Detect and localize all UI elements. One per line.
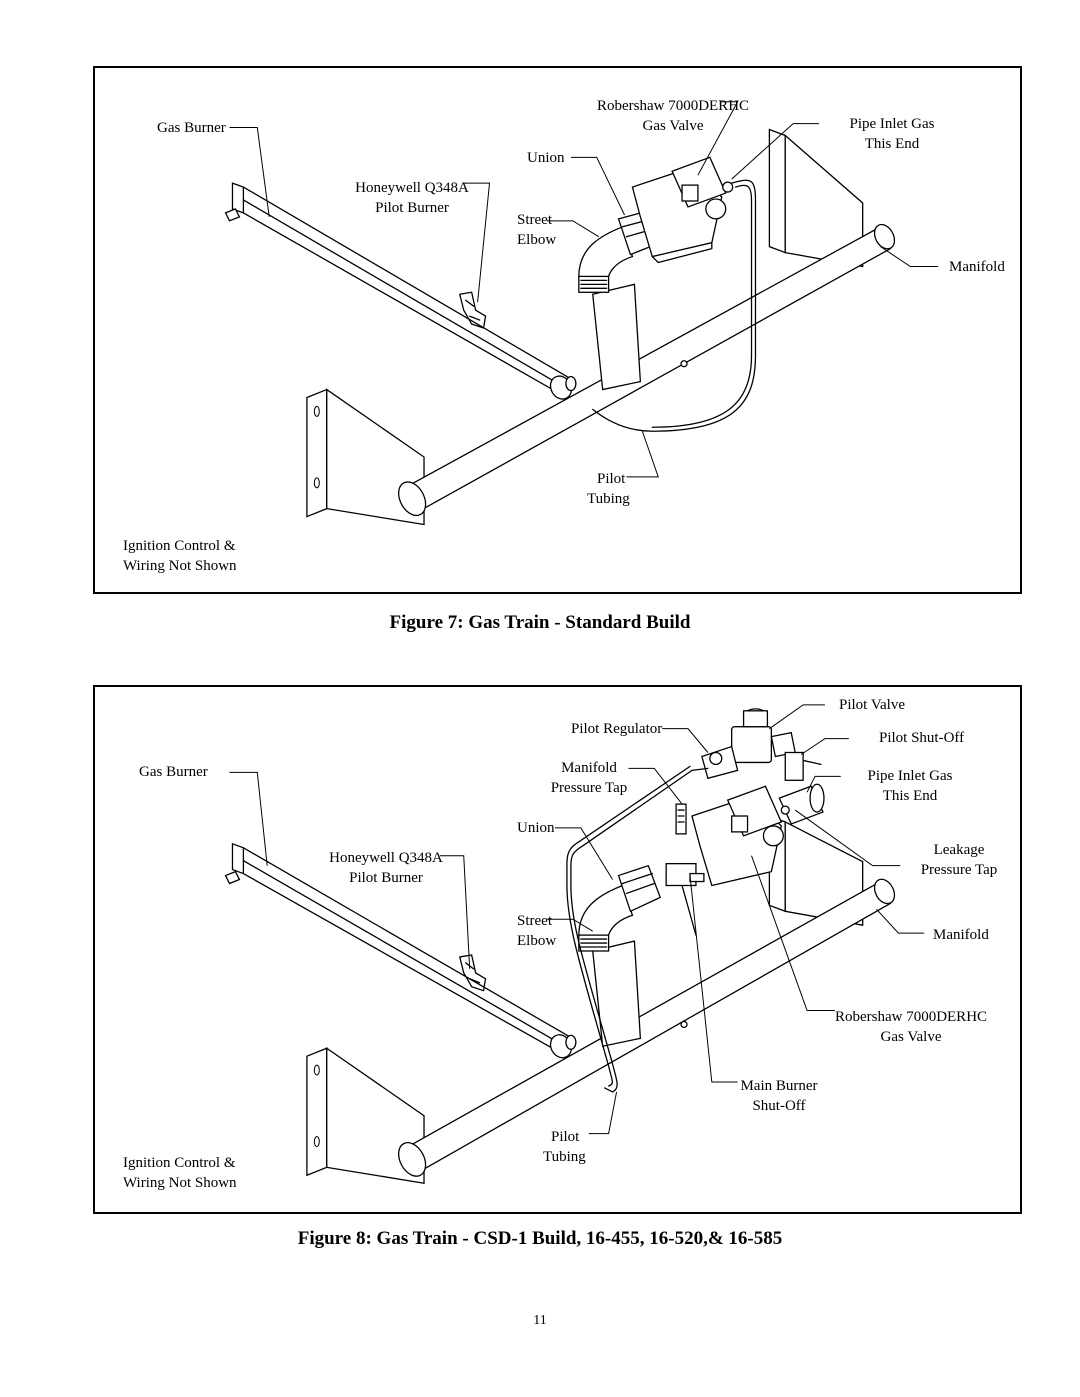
label-gas-burner: Gas Burner bbox=[139, 764, 208, 780]
main-burner-shutoff-drawing bbox=[665, 863, 705, 936]
pilot-burner-drawing bbox=[459, 291, 487, 329]
figure-8-drawing bbox=[224, 704, 925, 1184]
label-leakage-line1: Leakage bbox=[933, 842, 985, 858]
label-robershaw-line2: Gas Valve bbox=[642, 118, 704, 134]
figure-8-caption: Figure 8: Gas Train - CSD-1 Build, 16-45… bbox=[297, 1228, 783, 1249]
riser-drawing bbox=[578, 864, 662, 1048]
label-pilot-shutoff: Pilot Shut-Off bbox=[879, 730, 965, 746]
figure-7-caption: Figure 7: Gas Train - Standard Build bbox=[389, 612, 691, 633]
label-robershaw-line2: Gas Valve bbox=[880, 1029, 942, 1045]
label-honeywell-line1: Honeywell Q348A bbox=[355, 180, 469, 196]
label-honeywell-line1: Honeywell Q348A bbox=[329, 850, 443, 866]
label-pipe-inlet-line1: Pipe Inlet Gas bbox=[849, 116, 935, 132]
label-pipe-inlet-line2: This End bbox=[864, 136, 920, 152]
pilot-tubing-drawing bbox=[566, 765, 693, 1093]
riser-drawing bbox=[578, 210, 662, 391]
right-bracket-drawing bbox=[768, 128, 864, 268]
label-ignition-line1: Ignition Control & bbox=[123, 538, 236, 554]
gas-burner-drawing bbox=[224, 842, 577, 1059]
label-street-elbow-line1: Street bbox=[517, 913, 552, 929]
label-pipe-inlet-line2: This End bbox=[882, 788, 938, 804]
page-number: 11 bbox=[533, 1313, 547, 1328]
label-manifold: Manifold bbox=[949, 259, 1005, 275]
label-robershaw-line1: Robershaw 7000DERHC bbox=[834, 1009, 988, 1025]
label-manifold-tap-line2: Pressure Tap bbox=[550, 780, 628, 796]
label-pilot-tubing-line1: Pilot bbox=[551, 1129, 580, 1145]
pilot-regulator-drawing bbox=[691, 745, 739, 780]
figure-7-leaders bbox=[229, 101, 939, 478]
label-ignition-line1: Ignition Control & bbox=[123, 1155, 236, 1171]
label-ignition-line2: Wiring Not Shown bbox=[123, 558, 237, 574]
pilot-tubing-drawing bbox=[592, 179, 757, 432]
figure-7-gas-train-standard: Gas Burner Robershaw 7000DERHC Gas Valve… bbox=[93, 66, 1022, 594]
label-main-burner-line1: Main Burner bbox=[740, 1078, 818, 1094]
label-union: Union bbox=[527, 150, 565, 166]
label-union: Union bbox=[517, 820, 555, 836]
inlet-drawing bbox=[778, 783, 825, 825]
label-gas-burner: Gas Burner bbox=[157, 120, 226, 136]
label-street-elbow-line1: Street bbox=[517, 212, 552, 228]
label-pilot-tubing-line2: Tubing bbox=[543, 1149, 586, 1165]
label-pilot-tubing-line1: Pilot bbox=[597, 471, 626, 487]
label-pilot-regulator: Pilot Regulator bbox=[571, 721, 663, 737]
pilot-valve-drawing bbox=[731, 708, 822, 781]
manifold-pressure-tap-drawing bbox=[675, 803, 687, 835]
gas-valve-drawing bbox=[691, 785, 784, 887]
label-honeywell-line2: Pilot Burner bbox=[375, 200, 449, 216]
label-street-elbow-line2: Elbow bbox=[517, 933, 557, 949]
figure-7-drawing bbox=[224, 101, 939, 526]
label-pilot-tubing-line2: Tubing bbox=[587, 491, 630, 507]
label-manifold-tap-line1: Manifold bbox=[561, 760, 617, 776]
label-leakage-line2: Pressure Tap bbox=[920, 862, 998, 878]
label-manifold: Manifold bbox=[933, 927, 989, 943]
figure-8-leaders bbox=[229, 704, 925, 1135]
gas-valve-drawing bbox=[631, 156, 734, 264]
figure-8-gas-train-csd1: Pilot Valve Pilot Regulator Pilot Shut-O… bbox=[93, 685, 1022, 1214]
label-main-burner-line2: Shut-Off bbox=[752, 1098, 806, 1114]
label-honeywell-line2: Pilot Burner bbox=[349, 870, 423, 886]
manifold-drawing bbox=[398, 878, 896, 1177]
label-ignition-line2: Wiring Not Shown bbox=[123, 1175, 237, 1191]
label-pilot-valve: Pilot Valve bbox=[839, 697, 905, 713]
gas-burner-drawing bbox=[224, 182, 577, 400]
label-pipe-inlet-line1: Pipe Inlet Gas bbox=[867, 768, 953, 784]
label-robershaw-line1: Robershaw 7000DERHC bbox=[596, 98, 750, 114]
manifold-drawing bbox=[398, 223, 896, 517]
label-street-elbow-line2: Elbow bbox=[517, 232, 557, 248]
